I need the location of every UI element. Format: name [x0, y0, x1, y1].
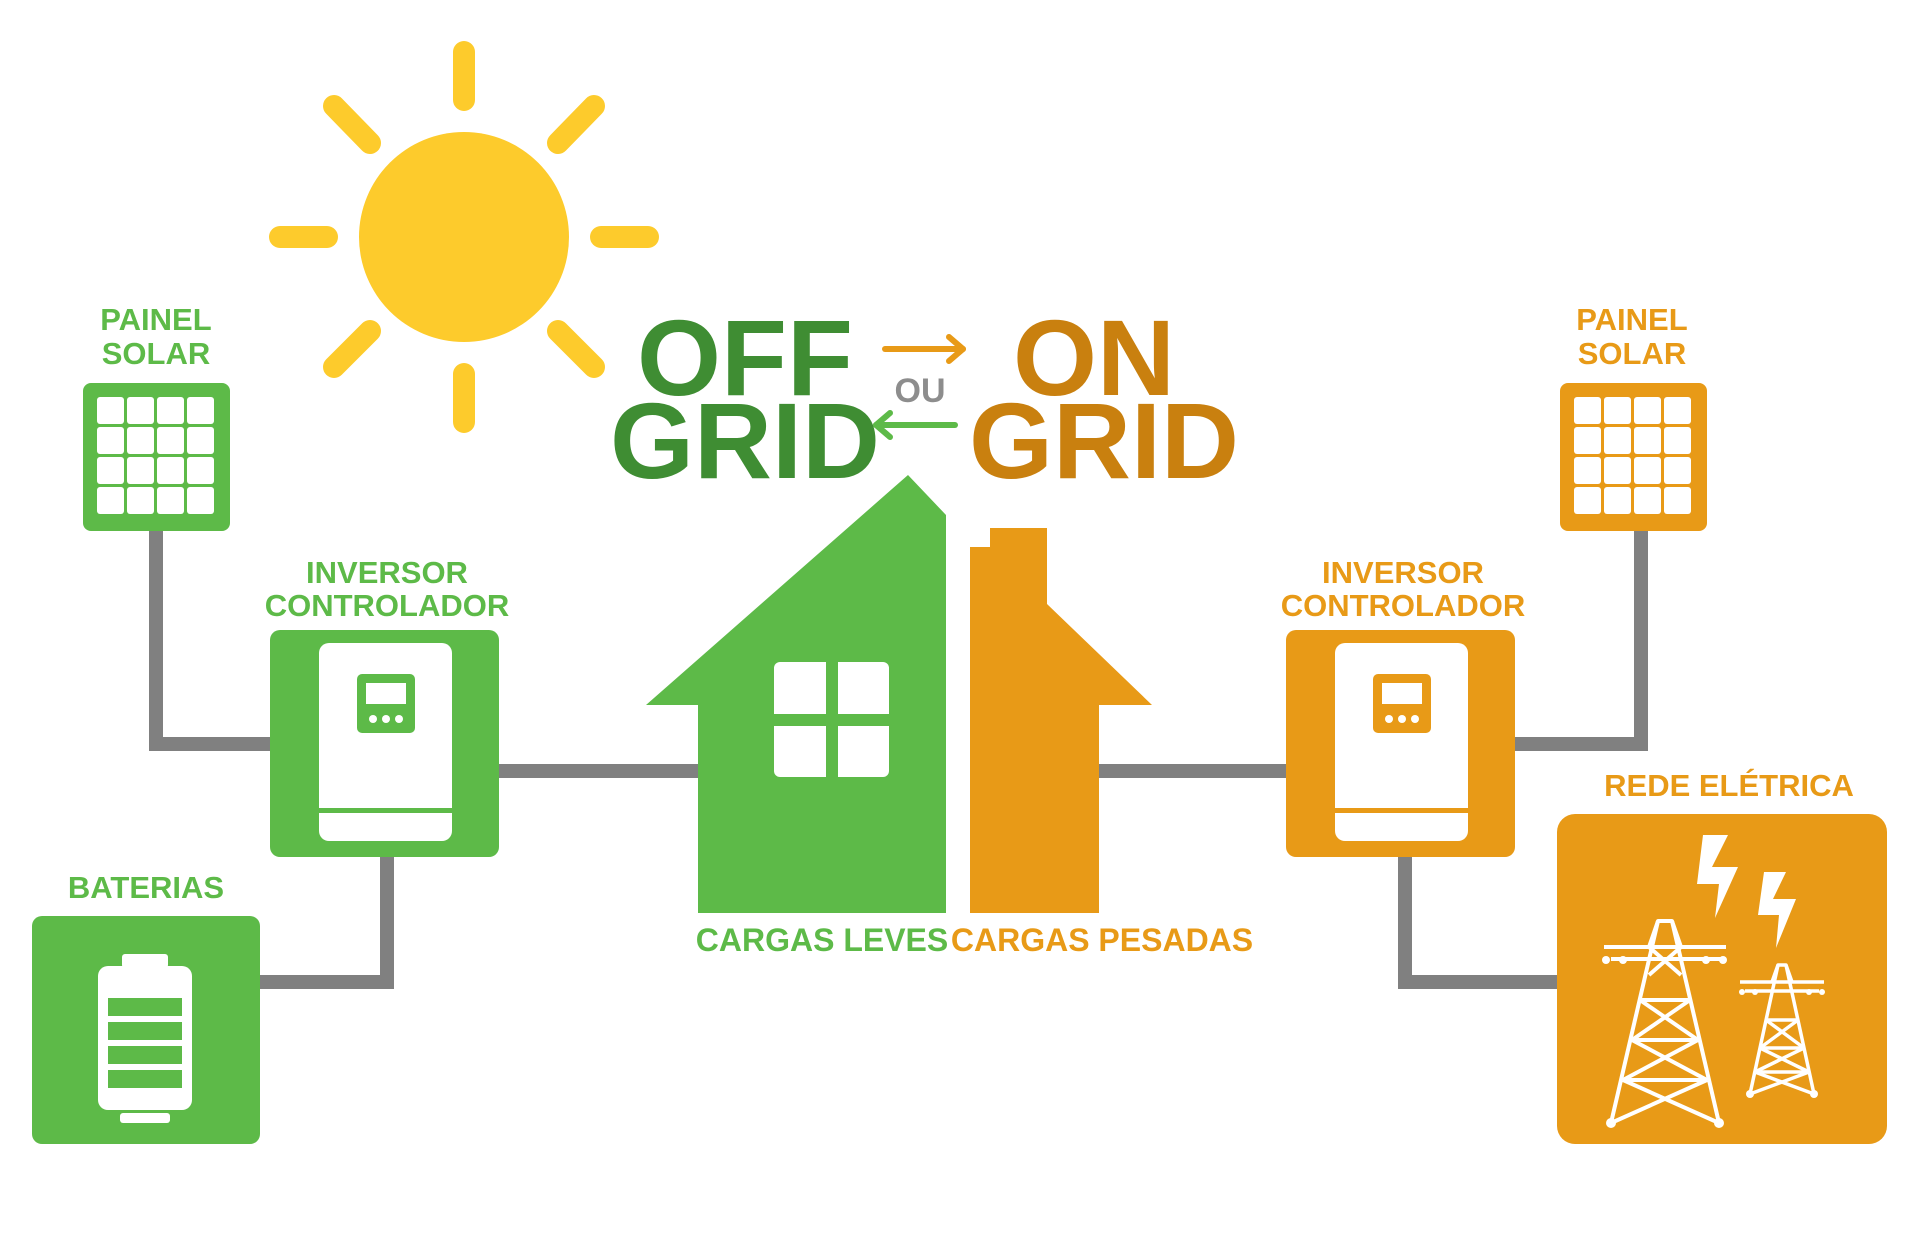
right-solar-panel-icon: [1560, 383, 1707, 531]
left-inverter-icon: [270, 630, 499, 857]
left-panel-label-line1: PAINEL: [100, 302, 211, 337]
solar-cell: [97, 427, 124, 454]
solar-cell: [1664, 397, 1691, 424]
solar-cell: [157, 427, 184, 454]
house-icon: [646, 475, 1152, 913]
battery-icon: [32, 916, 260, 1144]
electric-grid-icon: [1557, 814, 1887, 1144]
solar-cell: [157, 487, 184, 514]
connector-lines: [149, 528, 1648, 989]
solar-cell: [1604, 397, 1631, 424]
title-connector: OU: [895, 372, 946, 410]
line-left-panel-to-inverter: [149, 528, 282, 751]
arrow-right-icon: [882, 334, 966, 364]
solar-cell: [157, 457, 184, 484]
solar-cell: [127, 457, 154, 484]
solar-cell: [1604, 457, 1631, 484]
solar-cell: [1634, 457, 1661, 484]
right-inverter-label-line2: CONTROLADOR: [1281, 588, 1526, 623]
grid-label: REDE ELÉTRICA: [1604, 768, 1854, 803]
solar-cell: [127, 487, 154, 514]
solar-cell: [1664, 487, 1691, 514]
right-inverter-label-line1: INVERSOR: [1322, 555, 1484, 590]
house-right-caption: CARGAS PESADAS: [951, 922, 1253, 958]
left-solar-panel-icon: [83, 383, 230, 531]
line-right-panel-to-inverter: [1511, 528, 1648, 751]
solar-cell: [97, 457, 124, 484]
solar-cell: [127, 397, 154, 424]
solar-cell: [1574, 427, 1601, 454]
arrow-left-icon: [873, 410, 958, 440]
solar-cell: [187, 487, 214, 514]
solar-cell: [97, 487, 124, 514]
title-on-line2: GRID: [969, 380, 1239, 501]
line-left-inverter-to-battery: [251, 848, 394, 989]
solar-cell: [1574, 487, 1601, 514]
right-inverter-icon: [1286, 630, 1515, 857]
title-off-line1: OFF: [637, 297, 853, 418]
house-right-half: [970, 528, 1152, 913]
solar-cell: [1664, 427, 1691, 454]
left-panel-label-line2: SOLAR: [102, 336, 211, 371]
solar-cell: [157, 397, 184, 424]
solar-cell: [1604, 427, 1631, 454]
solar-cell: [127, 427, 154, 454]
left-inverter-label-line2: CONTROLADOR: [265, 588, 510, 623]
title-on-line1: ON: [1013, 297, 1175, 418]
house-left-caption: CARGAS LEVES: [696, 922, 948, 958]
solar-cell: [1604, 487, 1631, 514]
right-panel-label-line1: PAINEL: [1576, 302, 1687, 337]
solar-cell: [1574, 457, 1601, 484]
solar-cell: [97, 397, 124, 424]
solar-cell: [187, 457, 214, 484]
title-off-line2: GRID: [610, 380, 880, 501]
solar-cell: [187, 397, 214, 424]
solar-cell: [1634, 487, 1661, 514]
solar-cell: [1574, 397, 1601, 424]
line-right-inverter-to-grid: [1398, 848, 1567, 989]
battery-label: BATERIAS: [68, 870, 224, 905]
solar-cell: [1634, 397, 1661, 424]
solar-cell: [187, 427, 214, 454]
solar-cell: [1634, 427, 1661, 454]
lightning-icon: [1697, 835, 1796, 948]
left-inverter-label-line1: INVERSOR: [306, 555, 468, 590]
solar-cell: [1664, 457, 1691, 484]
transmission-tower-small-icon: [1740, 963, 1824, 1096]
sun-icon: [269, 41, 659, 433]
transmission-tower-icon: [1604, 919, 1726, 1125]
right-panel-label-line2: SOLAR: [1578, 336, 1687, 371]
